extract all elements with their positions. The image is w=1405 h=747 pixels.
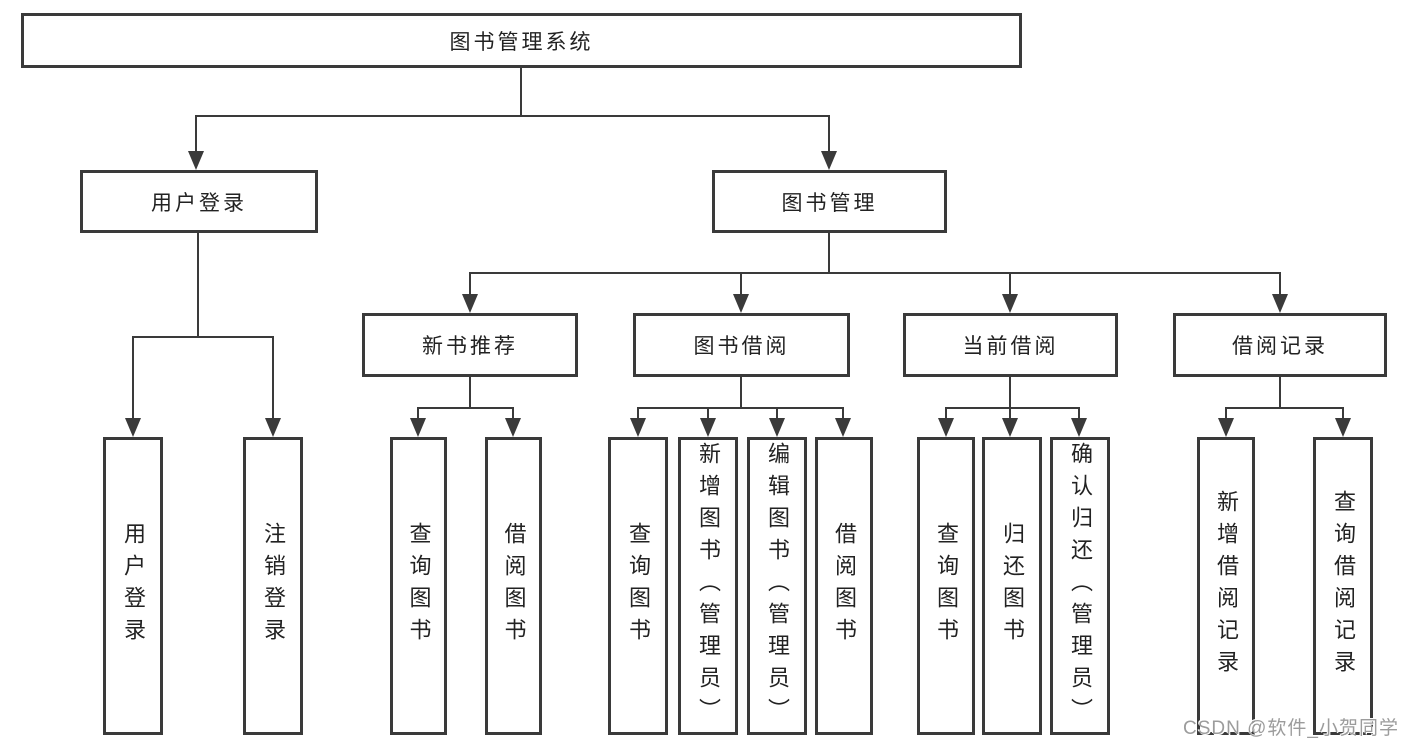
node-book-management: 图书管理 bbox=[712, 170, 947, 233]
node-user-login: 用户登录 bbox=[80, 170, 318, 233]
leaf-label: 用户登录 bbox=[121, 522, 146, 650]
connector bbox=[828, 115, 830, 152]
connector bbox=[195, 115, 830, 117]
connector bbox=[945, 407, 1080, 409]
leaf-query-borrow-record: 查询借阅记录 bbox=[1313, 437, 1373, 735]
arrowhead-down bbox=[835, 418, 851, 437]
node-label: 用户登录 bbox=[151, 191, 247, 215]
leaf-logout: 注销登录 bbox=[243, 437, 303, 735]
connector bbox=[1009, 377, 1011, 408]
leaf-label: 新增借阅记录 bbox=[1214, 490, 1239, 682]
leaf-query-books: 查询图书 bbox=[917, 437, 975, 735]
node-label: 新书推荐 bbox=[422, 335, 518, 358]
arrowhead-down bbox=[938, 418, 954, 437]
leaf-label: 确认归还（管理员） bbox=[1068, 442, 1093, 730]
leaf-label: 查询图书 bbox=[934, 522, 959, 650]
arrowhead-down bbox=[462, 294, 478, 313]
node-current-borrowing: 当前借阅 bbox=[903, 313, 1118, 377]
leaf-label: 编辑图书（管理员） bbox=[765, 442, 790, 730]
leaf-edit-books-admin: 编辑图书（管理员） bbox=[747, 437, 807, 735]
connector bbox=[417, 407, 514, 409]
connector bbox=[776, 407, 778, 419]
connector bbox=[637, 407, 844, 409]
node-label: 图书管理系统 bbox=[449, 30, 594, 54]
arrowhead-down bbox=[188, 151, 204, 170]
arrowhead-down bbox=[1335, 418, 1351, 437]
arrowhead-down bbox=[125, 418, 141, 437]
arrowhead-down bbox=[1071, 418, 1087, 437]
arrowhead-down bbox=[1272, 294, 1288, 313]
leaf-query-books: 查询图书 bbox=[608, 437, 668, 735]
leaf-query-books: 查询图书 bbox=[390, 437, 447, 735]
connector bbox=[520, 68, 522, 115]
node-label: 借阅记录 bbox=[1232, 335, 1328, 358]
connector bbox=[512, 407, 514, 419]
arrowhead-down bbox=[1002, 294, 1018, 313]
connector bbox=[1279, 272, 1281, 295]
connector bbox=[132, 336, 274, 338]
connector bbox=[740, 377, 742, 408]
leaf-label: 借阅图书 bbox=[832, 522, 857, 650]
leaf-borrow-books: 借阅图书 bbox=[485, 437, 542, 735]
connector bbox=[828, 233, 830, 273]
connector bbox=[842, 407, 844, 419]
connector bbox=[132, 336, 134, 419]
connector bbox=[1009, 272, 1011, 295]
leaf-label: 借阅图书 bbox=[501, 522, 527, 650]
node-book-borrowing: 图书借阅 bbox=[633, 313, 850, 377]
leaf-confirm-return-admin: 确认归还（管理员） bbox=[1050, 437, 1110, 735]
leaf-label: 查询借阅记录 bbox=[1331, 490, 1356, 682]
leaf-add-books-admin: 新增图书（管理员） bbox=[678, 437, 738, 735]
arrowhead-down bbox=[265, 418, 281, 437]
connector bbox=[417, 407, 419, 419]
connector bbox=[1225, 407, 1344, 409]
leaf-return-books: 归还图书 bbox=[982, 437, 1042, 735]
connector bbox=[272, 336, 274, 419]
arrowhead-down bbox=[1218, 418, 1234, 437]
arrowhead-down bbox=[410, 418, 426, 437]
leaf-label: 新增图书（管理员） bbox=[696, 442, 721, 730]
arrowhead-down bbox=[821, 151, 837, 170]
node-label: 图书管理 bbox=[781, 191, 878, 215]
arrowhead-down bbox=[700, 418, 716, 437]
connector bbox=[469, 272, 1281, 274]
node-borrowing-records: 借阅记录 bbox=[1173, 313, 1387, 377]
connector bbox=[1342, 407, 1344, 419]
connector bbox=[195, 115, 197, 152]
connector bbox=[740, 272, 742, 295]
leaf-borrow-books: 借阅图书 bbox=[815, 437, 873, 735]
connector bbox=[1279, 377, 1281, 408]
node-new-book-recommendation: 新书推荐 bbox=[362, 313, 578, 377]
arrowhead-down bbox=[505, 418, 521, 437]
connector bbox=[1225, 407, 1227, 419]
leaf-label: 归还图书 bbox=[1000, 522, 1025, 650]
arrowhead-down bbox=[769, 418, 785, 437]
node-library-management-system: 图书管理系统 bbox=[21, 13, 1022, 68]
leaf-label: 查询图书 bbox=[406, 522, 432, 650]
connector bbox=[707, 407, 709, 419]
node-label: 图书借阅 bbox=[693, 335, 790, 358]
leaf-user-login: 用户登录 bbox=[103, 437, 163, 735]
arrowhead-down bbox=[733, 294, 749, 313]
arrowhead-down bbox=[630, 418, 646, 437]
node-label: 当前借阅 bbox=[962, 335, 1059, 358]
arrowhead-down bbox=[1002, 418, 1018, 437]
leaf-add-borrow-record: 新增借阅记录 bbox=[1197, 437, 1255, 735]
watermark: CSDN @软件_小贺同学 bbox=[1183, 718, 1399, 739]
connector bbox=[197, 233, 199, 337]
connector bbox=[469, 377, 471, 408]
leaf-label: 查询图书 bbox=[626, 522, 651, 650]
connector bbox=[1009, 407, 1011, 419]
connector bbox=[1078, 407, 1080, 419]
connector bbox=[637, 407, 639, 419]
leaf-label: 注销登录 bbox=[261, 522, 286, 650]
connector bbox=[469, 272, 471, 295]
connector bbox=[945, 407, 947, 419]
